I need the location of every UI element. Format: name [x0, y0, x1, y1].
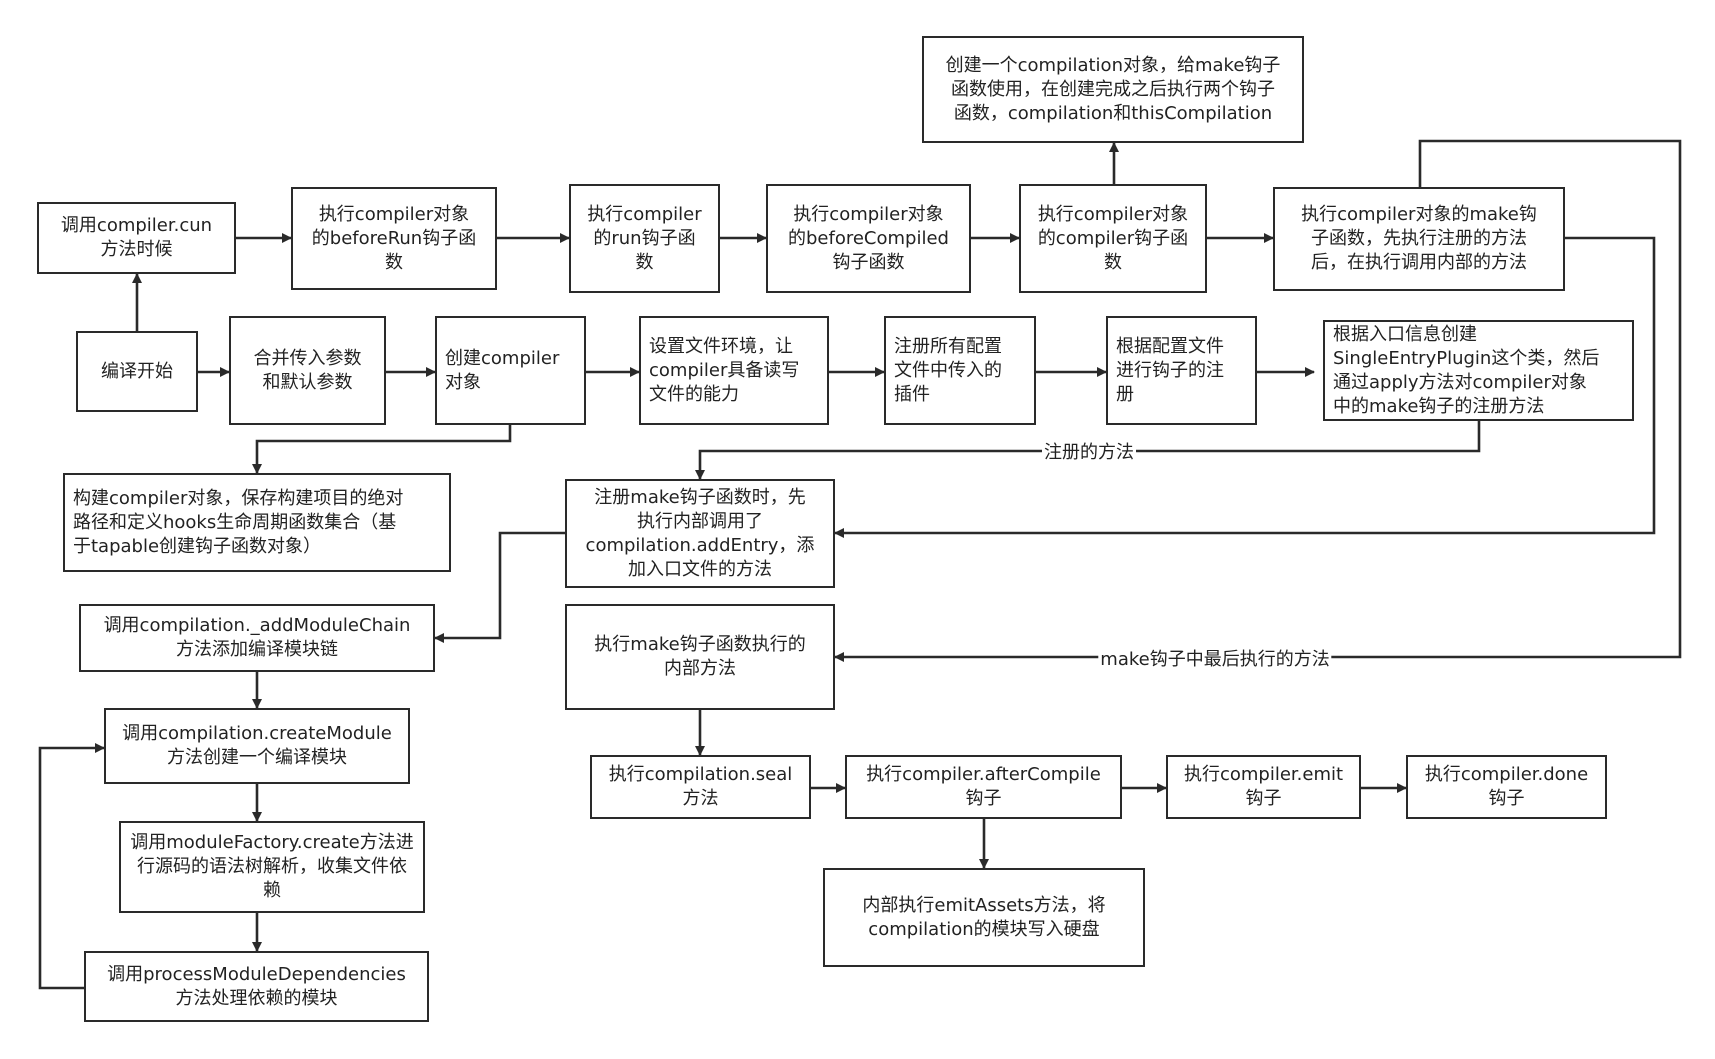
node-set-env: 设置文件环境，让 compiler具备读写 文件的能力: [639, 316, 829, 425]
edge-process-deps-loop-back: [38, 743, 105, 990]
edge-make-hook-to-register-make: [834, 236, 1656, 538]
node-call-run: 调用compiler.cun 方法时候: [37, 202, 236, 274]
node-merge-params: 合并传入参数 和默认参数: [229, 316, 386, 425]
edge-label-make-last: make钩子中最后执行的方法: [1098, 649, 1332, 671]
node-compile-hook: 执行compiler对象 的compiler钩子函 数: [1019, 184, 1207, 293]
node-emit-assets: 内部执行emitAssets方法，将 compilation的模块写入硬盘: [823, 868, 1145, 967]
node-add-module-chain: 调用compilation._addModuleChain 方法添加编译模块链: [79, 604, 435, 672]
node-process-deps: 调用processModuleDependencies 方法处理依赖的模块: [84, 951, 429, 1022]
node-before-compile: 执行compiler对象 的beforeCompiled 钩子函数: [766, 184, 971, 293]
node-start: 编译开始: [76, 331, 198, 412]
node-module-factory: 调用moduleFactory.create方法进 行源码的语法树解析，收集文件…: [119, 821, 425, 913]
node-after-compile: 执行compiler.afterCompile 钩子: [845, 755, 1122, 819]
node-make-internal: 执行make钩子函数执行的 内部方法: [565, 604, 835, 710]
node-build-compiler: 构建compiler对象，保存构建项目的绝对 路径和定义hooks生命周期函数集…: [63, 473, 451, 572]
node-done: 执行compiler.done 钩子: [1406, 755, 1607, 819]
edge-label-registered-methods: 注册的方法: [1042, 442, 1136, 464]
node-seal: 执行compilation.seal 方法: [590, 755, 811, 819]
node-before-run: 执行compiler对象 的beforeRun钩子函 数: [291, 187, 497, 290]
node-register-hooks: 根据配置文件 进行钩子的注 册: [1106, 316, 1257, 425]
edge-register-make-to-chain: [434, 531, 565, 643]
node-register-make: 注册make钩子函数时，先 执行内部调用了 compilation.addEnt…: [565, 479, 835, 588]
node-run-hook: 执行compiler 的run钩子函 数: [569, 184, 720, 293]
node-make-hook: 执行compiler对象的make钩 子函数，先执行注册的方法 后，在执行调用内…: [1273, 187, 1565, 291]
node-emit: 执行compiler.emit 钩子: [1166, 755, 1361, 819]
node-single-entry: 根据入口信息创建 SingleEntryPlugin这个类，然后 通过apply…: [1323, 320, 1634, 421]
node-create-compilation: 创建一个compilation对象，给make钩子 函数使用，在创建完成之后执行…: [922, 36, 1304, 143]
node-create-module: 调用compilation.createModule 方法创建一个编译模块: [104, 708, 410, 784]
edge-create-compiler-to-build: [252, 425, 512, 474]
edge-make-hook-to-make-internal: [834, 139, 1682, 662]
node-register-plugins: 注册所有配置 文件中传入的 插件: [884, 316, 1036, 425]
node-create-compiler: 创建compiler 对象: [435, 316, 586, 425]
